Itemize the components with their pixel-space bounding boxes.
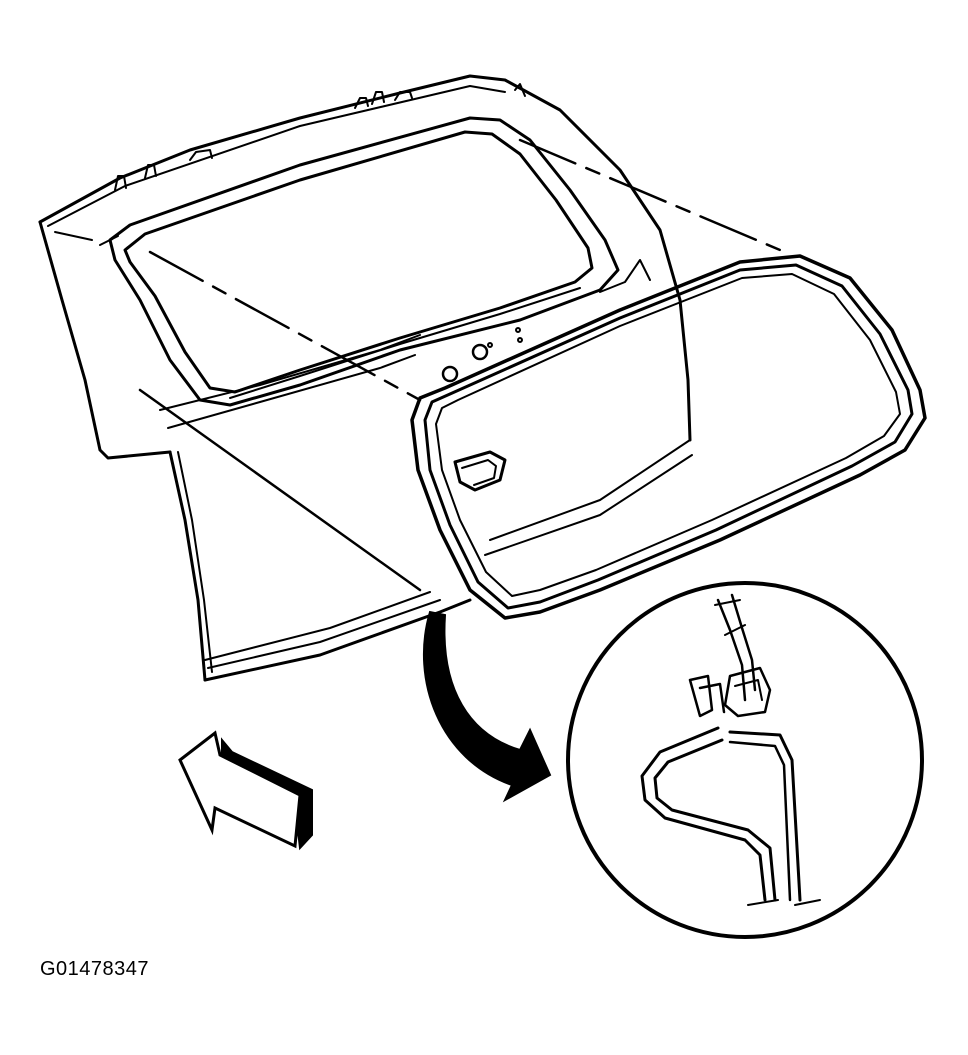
leader-lines (138, 138, 782, 592)
weatherstrip-seal (410, 254, 927, 620)
liftgate (38, 74, 693, 682)
wiper-motor-hole (441, 327, 523, 383)
callout-arrow (422, 610, 552, 803)
handle-recess (453, 450, 507, 492)
detail-magnified-view (566, 581, 924, 939)
figure-code: G01478347 (40, 958, 150, 980)
front-direction-arrow (178, 730, 313, 851)
